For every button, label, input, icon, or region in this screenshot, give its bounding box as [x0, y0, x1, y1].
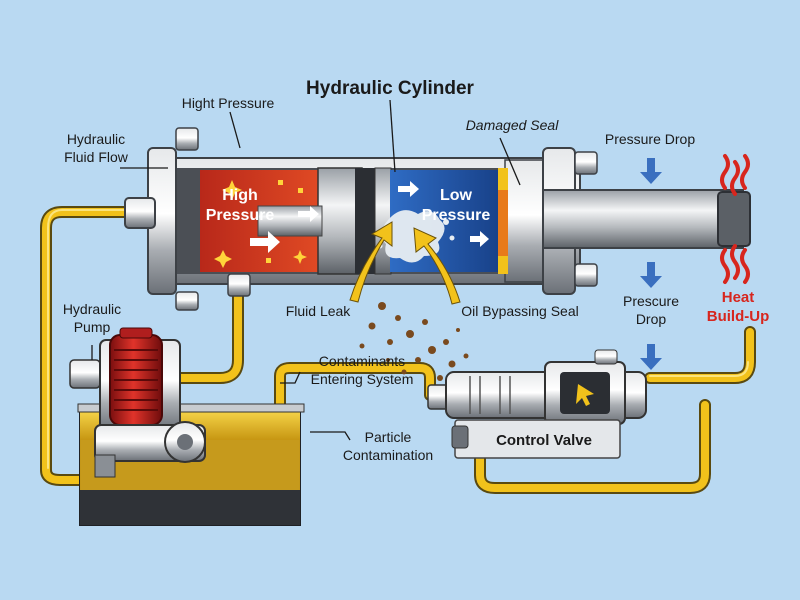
arrow-down-icon [640, 158, 662, 370]
label-hydraulic-fluid-flow-1: Hydraulic [67, 131, 125, 147]
label-prescure-drop-1: Prescure [623, 293, 679, 309]
pressure-sparkles [214, 180, 307, 268]
label-high-pressure-2: Pressure [206, 207, 275, 224]
hydraulic-cylinder [124, 127, 751, 311]
label-pressure-drop: Pressure Drop [605, 131, 695, 147]
leak-arrows [349, 221, 461, 305]
label-fluid-leak: Fluid Leak [286, 303, 352, 319]
label-oil-bypassing-seal: Oil Bypassing Seal [461, 303, 579, 319]
hydraulic-pump [69, 327, 206, 478]
label-heat-2: Build-Up [707, 308, 769, 325]
label-leaders [91, 99, 521, 441]
label-prescure-drop-2: Drop [636, 311, 667, 327]
title: Hydraulic Cylinder [306, 78, 474, 99]
label-contaminants-2: Entering System [311, 371, 414, 387]
label-particle-2: Contamination [343, 447, 433, 463]
label-heat-1: Heat [722, 289, 755, 306]
label-hydraulic-fluid-flow-2: Fluid Flow [64, 149, 129, 165]
hydraulic-lines [40, 206, 756, 494]
label-hydraulic-pump-2: Pump [74, 319, 111, 335]
contamination-particles [359, 302, 473, 381]
control-valve [427, 349, 647, 459]
label-high-pressure-1: High [222, 187, 258, 204]
label-low-pressure-1: Low [440, 187, 473, 204]
label-contaminants-1: Contaminants [319, 353, 405, 369]
label-particle-1: Particle [365, 429, 412, 445]
heat-wave-icon [720, 154, 750, 284]
flow-arrow-icon [250, 181, 489, 253]
label-hight-pressure: Hight Pressure [182, 95, 275, 111]
label-low-pressure-2: Pressure [422, 207, 491, 224]
label-hydraulic-pump-1: Hydraulic [63, 301, 121, 317]
label-damaged-seal: Damaged Seal [466, 117, 560, 133]
label-control-valve: Control Valve [496, 432, 592, 449]
